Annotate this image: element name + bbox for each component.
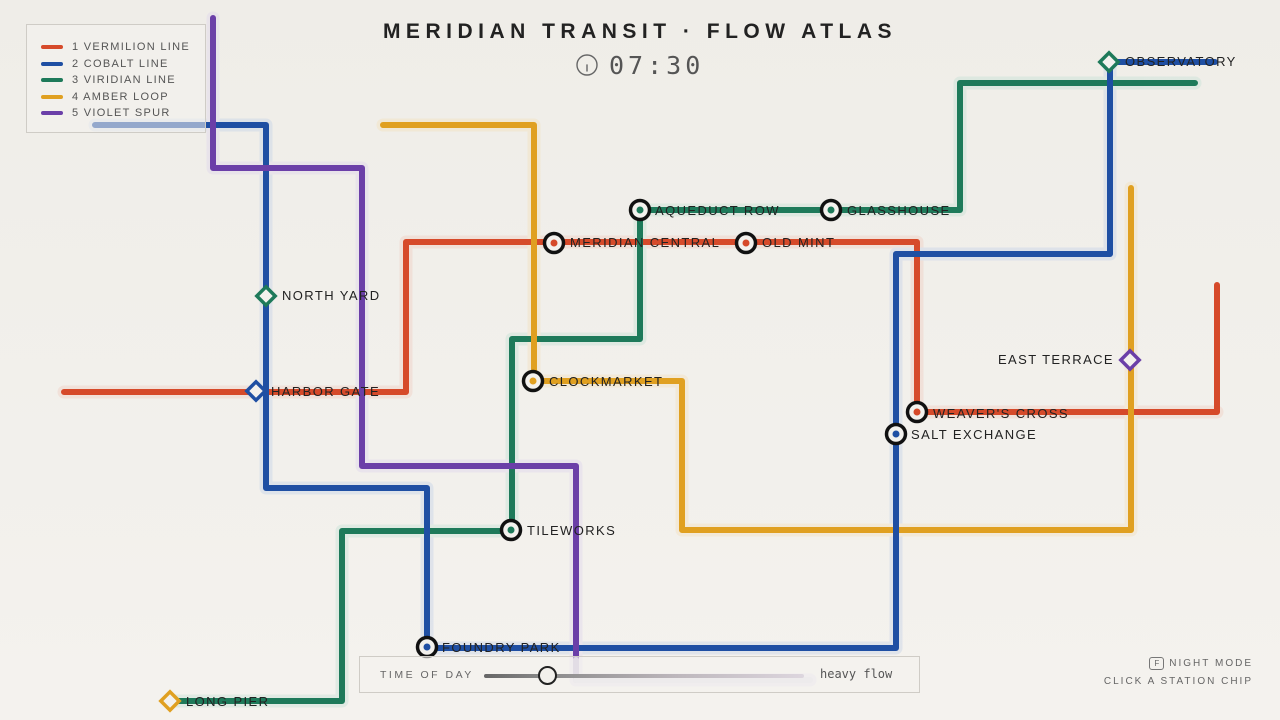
legend-swatch	[41, 111, 63, 116]
station-marker-aqueduct-row[interactable]	[628, 198, 652, 222]
legend-label: 1 VERMILION LINE	[72, 41, 190, 54]
legend-item-amber[interactable]: 4 AMBER LOOP	[41, 89, 205, 106]
legend-label: 2 COBALT LINE	[72, 57, 169, 70]
station-marker-glasshouse[interactable]	[819, 198, 843, 222]
line-legend: 1 VERMILION LINE 2 COBALT LINE 3 VIRIDIA…	[26, 24, 206, 133]
night-mode-hint[interactable]: F NIGHT MODE	[1149, 657, 1253, 670]
violet-spur	[210, 15, 579, 661]
station-label-glasshouse[interactable]: GLASSHOUSE	[847, 203, 951, 218]
station-label-tileworks[interactable]: TILEWORKS	[527, 523, 616, 538]
station-labels: AQUEDUCT ROW GLASSHOUSE MERIDIAN CENTRAL…	[186, 54, 1237, 709]
legend-label: 5 VIOLET SPUR	[72, 107, 171, 120]
interchange-stations[interactable]	[415, 198, 929, 659]
station-label-harbor-gate[interactable]: HARBOR GATE	[271, 384, 380, 399]
station-click-hint: CLICK A STATION CHIP	[1103, 676, 1253, 687]
station-marker-north-yard[interactable]	[254, 284, 278, 308]
legend-swatch	[41, 45, 63, 50]
legend-swatch	[41, 78, 63, 83]
legend-swatch	[41, 61, 63, 66]
legend-label: 4 AMBER LOOP	[72, 90, 169, 103]
viridian-line	[169, 80, 1198, 704]
amber-loop	[380, 122, 1134, 533]
station-marker-salt-exchange[interactable]	[884, 422, 908, 446]
legend-item-viridian[interactable]: 3 VIRIDIAN LINE	[41, 72, 205, 89]
legend-item-violet[interactable]: 5 VIOLET SPUR	[41, 105, 205, 122]
clock-time: 07:30	[609, 50, 705, 80]
station-marker-tileworks[interactable]	[499, 518, 523, 542]
night-mode-label: NIGHT MODE	[1169, 658, 1253, 669]
station-marker-observatory[interactable]	[1097, 50, 1121, 74]
night-mode-key: F	[1149, 657, 1165, 670]
legend-item-cobalt[interactable]: 2 COBALT LINE	[41, 56, 205, 73]
legend-label: 3 VIRIDIAN LINE	[72, 74, 176, 87]
clock: 07:30	[576, 50, 704, 80]
station-label-long-pier[interactable]: LONG PIER	[186, 694, 269, 709]
station-label-observatory[interactable]: OBSERVATORY	[1125, 54, 1237, 69]
station-marker-old-mint[interactable]	[734, 231, 758, 255]
station-label-weavers-cross[interactable]: WEAVER'S CROSS	[933, 406, 1069, 421]
station-marker-meridian-central[interactable]	[542, 231, 566, 255]
time-of-day-slider-thumb[interactable]	[538, 666, 557, 685]
time-of-day-slider[interactable]	[484, 674, 804, 678]
station-marker-foundry-park[interactable]	[415, 635, 439, 659]
station-label-aqueduct-row[interactable]: AQUEDUCT ROW	[655, 203, 780, 218]
station-label-north-yard[interactable]: NORTH YARD	[282, 288, 381, 303]
legend-swatch	[41, 94, 63, 99]
station-marker-weavers-cross[interactable]	[905, 400, 929, 424]
station-label-east-terrace[interactable]: EAST TERRACE	[998, 352, 1114, 367]
time-of-day-panel: TIME OF DAY heavy flow	[359, 656, 920, 693]
station-label-meridian-central[interactable]: MERIDIAN CENTRAL	[570, 235, 720, 250]
legend-item-vermilion[interactable]: 1 VERMILION LINE	[41, 39, 205, 56]
page-title: MERIDIAN TRANSIT · FLOW ATLAS	[382, 20, 898, 43]
vermilion-line	[61, 239, 1220, 415]
flow-level-text: heavy flow	[820, 667, 893, 681]
station-label-clockmarket[interactable]: CLOCKMARKET	[549, 374, 663, 389]
station-label-salt-exchange[interactable]: SALT EXCHANGE	[911, 427, 1037, 442]
station-marker-long-pier[interactable]	[158, 689, 182, 713]
time-of-day-label: TIME OF DAY	[380, 669, 474, 681]
station-marker-harbor-gate[interactable]	[244, 379, 268, 403]
station-marker-clockmarket[interactable]	[521, 369, 545, 393]
clock-icon	[576, 54, 598, 76]
terminal-stations[interactable]	[158, 50, 1142, 713]
station-label-old-mint[interactable]: OLD MINT	[762, 235, 835, 250]
station-marker-east-terrace[interactable]	[1118, 348, 1142, 372]
station-label-foundry-park[interactable]: FOUNDRY PARK	[442, 640, 561, 655]
